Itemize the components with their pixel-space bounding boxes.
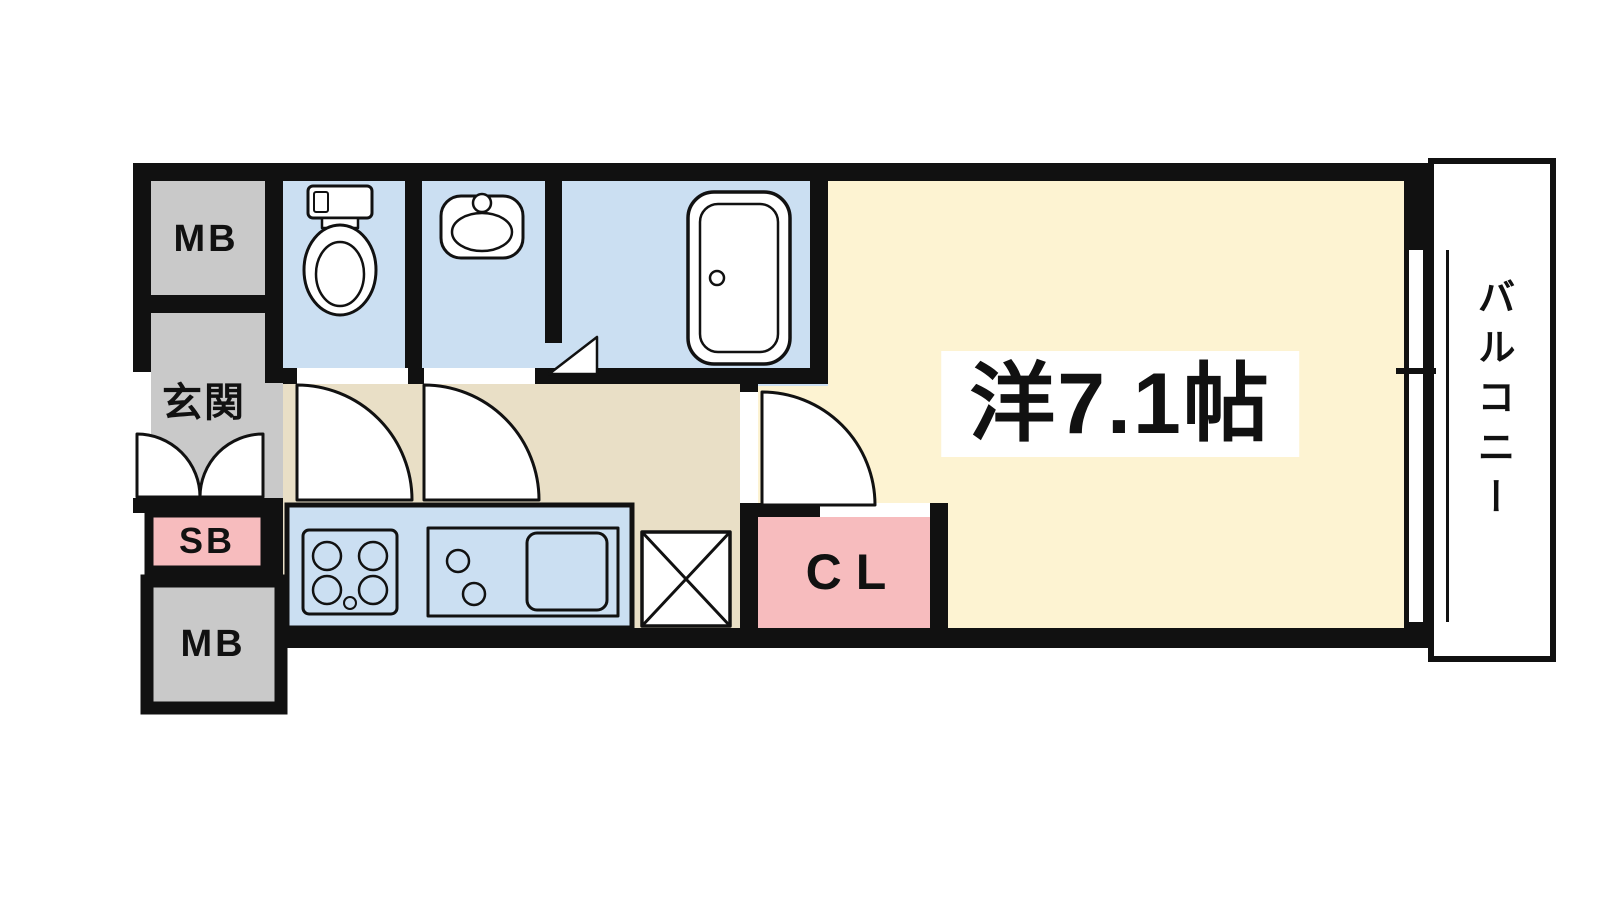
mb-bottom-room — [140, 574, 288, 715]
bathtub-icon — [686, 190, 792, 366]
balcony-window — [1396, 250, 1449, 622]
main-room-label: 洋7.1帖 — [941, 351, 1299, 457]
mb-top-label: MB — [173, 218, 239, 260]
bathroom-folding-door — [547, 335, 599, 376]
toilet-door-swing — [295, 383, 414, 502]
genkan-label: 玄関 — [162, 381, 246, 425]
mb-top-room — [133, 163, 265, 310]
stove-icon — [301, 528, 399, 616]
mb-bottom-label: MB — [180, 623, 246, 665]
shoe-box — [144, 508, 270, 575]
washroom-door-swing — [422, 383, 541, 502]
shoe-box-label: SB — [178, 520, 236, 561]
fixtures — [301, 184, 792, 628]
main-room-door-swing — [760, 390, 877, 507]
window-tick — [1396, 368, 1436, 374]
washbasin-icon — [439, 192, 525, 260]
balcony-label: バルコニー — [1471, 277, 1513, 527]
refrigerator-space-icon — [640, 530, 732, 628]
kitchen-sink-icon — [426, 526, 620, 618]
closet-room — [744, 503, 948, 628]
entrance-door-right-swing — [198, 432, 265, 499]
door-swings — [135, 335, 877, 507]
balcony-inner-line — [1446, 250, 1449, 622]
balcony-area — [1428, 158, 1556, 662]
closet-label: CL — [805, 544, 901, 600]
toilet-icon — [302, 184, 378, 317]
kitchen-counter — [284, 502, 635, 631]
